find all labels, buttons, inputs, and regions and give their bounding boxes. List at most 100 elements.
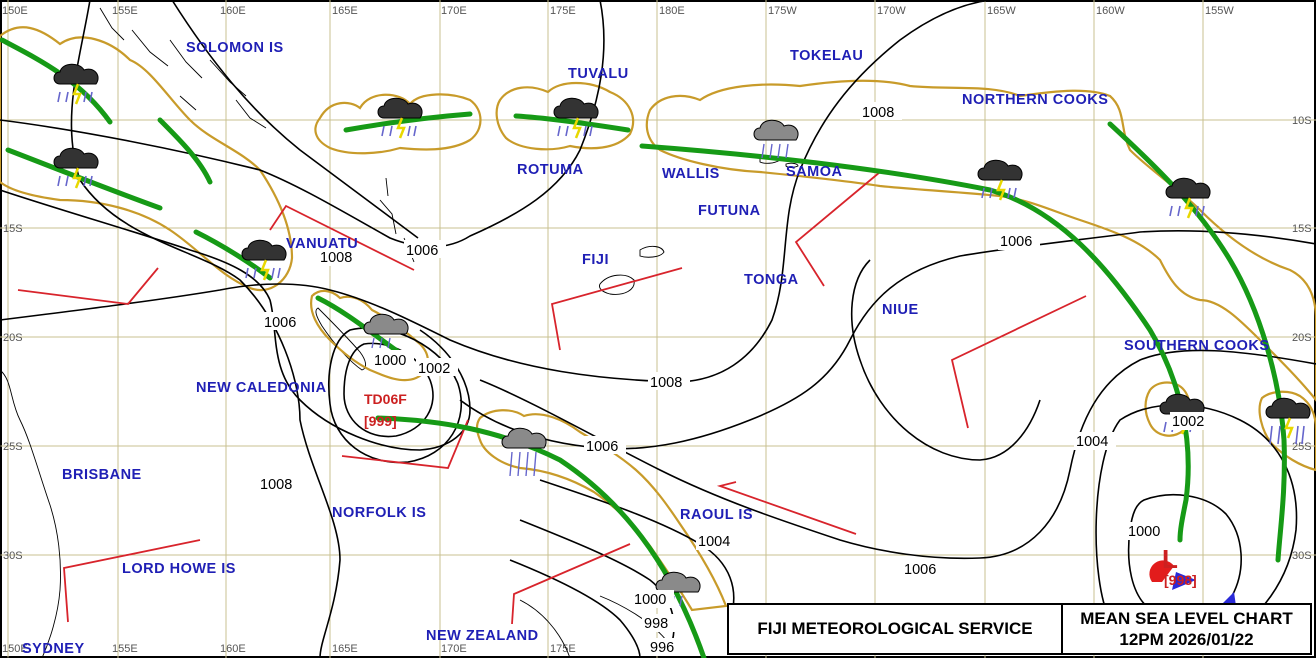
place-tuvalu: TUVALU <box>568 66 629 82</box>
isobar-label: 996 <box>650 640 674 656</box>
isobar-label: 1008 <box>320 250 352 266</box>
isobar-label: 1002 <box>418 361 450 377</box>
lon-tick: 170E <box>441 5 467 17</box>
thunderstorm-icon <box>241 239 287 281</box>
isobar <box>328 327 463 464</box>
isobar-label: 1000 <box>374 353 406 369</box>
rain-cloud-icon <box>501 427 547 477</box>
troughs <box>17 171 1087 625</box>
latitude-ticks-right: 10S 15S 20S 25S 30S <box>1292 115 1312 562</box>
convergence-line <box>157 117 213 185</box>
thunderstorm-icon <box>377 97 423 139</box>
lon-tick: 155W <box>1205 5 1234 17</box>
trough-line <box>341 419 469 469</box>
thunderstorm-icon <box>1165 177 1211 219</box>
place-rotuma: ROTUMA <box>517 162 584 178</box>
low-letter: L <box>1162 544 1178 574</box>
new-zealand-coast <box>519 595 667 658</box>
lon-tick: 175E <box>550 643 576 655</box>
chart-info: MEAN SEA LEVEL CHART 12PM 2026/01/22 <box>1063 605 1310 653</box>
lon-tick: 160W <box>1096 5 1125 17</box>
cloud-area <box>495 82 635 151</box>
valid-time: 12PM 2026/01/22 <box>1119 630 1254 649</box>
place-tokelau: TOKELAU <box>790 48 863 64</box>
isobar <box>479 349 1316 560</box>
place-new-zealand: NEW ZEALAND <box>426 628 539 644</box>
isobar-label: 1008 <box>650 375 682 391</box>
longitude-ticks-top: 150E 155E 160E 165E 170E 175E 180E 175W … <box>2 5 1234 17</box>
isobar-label: 1000 <box>1128 524 1160 540</box>
lon-tick: 155E <box>112 643 138 655</box>
lon-tick: 180E <box>659 5 685 17</box>
trough-line <box>950 295 1087 429</box>
isobar <box>171 0 419 239</box>
trough-line <box>63 539 201 623</box>
isobar-labels: 1008 1006 1008 1006 1000 1002 1008 1006 … <box>258 102 1214 656</box>
lat-tick: 15S <box>1292 223 1312 235</box>
trough-line <box>17 267 159 305</box>
place-solomon-is: SOLOMON IS <box>186 40 284 56</box>
isobar-label: 1008 <box>862 105 894 121</box>
place-tonga: TONGA <box>744 272 799 288</box>
place-fiji: FIJI <box>582 252 609 268</box>
place-norfolk-is: NORFOLK IS <box>332 505 426 521</box>
place-labels: SOLOMON IS TUVALU TOKELAU NORTHERN COOKS… <box>22 40 1269 657</box>
lon-tick: 165E <box>332 5 358 17</box>
lat-tick: 25S <box>3 441 23 453</box>
thunderstorm-icon <box>553 97 599 139</box>
longitude-ticks-bottom: 150E 155E 160E 165E 170E 175E <box>2 643 576 655</box>
cloud-area <box>314 93 482 155</box>
lon-tick: 160E <box>220 5 246 17</box>
lat-tick: 30S <box>3 550 23 562</box>
lat-tick: 20S <box>3 332 23 344</box>
lat-tick: 15S <box>3 223 23 235</box>
lat-tick: 30S <box>1292 550 1312 562</box>
cloud-area <box>475 409 728 612</box>
thunderstorm-icon <box>53 63 99 105</box>
thunderstorm-icon <box>53 147 99 189</box>
place-sydney: SYDNEY <box>22 641 85 657</box>
td-name: TD06F <box>364 391 407 407</box>
rain-cloud-icon <box>363 313 409 349</box>
cloud-area <box>0 26 294 292</box>
place-vanuatu: VANUATU <box>286 236 358 252</box>
cloud-area <box>1258 390 1316 472</box>
trough-line <box>511 543 631 625</box>
cloud-area <box>645 79 1316 402</box>
isobar <box>343 342 434 438</box>
isobar-label: 1006 <box>904 562 936 578</box>
storm-symbols <box>53 63 1311 607</box>
agency-name: FIJI METEOROLOGICAL SERVICE <box>729 605 1063 653</box>
place-northern-cooks: NORTHERN COOKS <box>962 92 1108 108</box>
isobar <box>0 0 605 248</box>
isobar-label: 1006 <box>586 439 618 455</box>
fiji-islands <box>599 245 665 295</box>
isobar-label: 1008 <box>260 477 292 493</box>
lon-tick: 160E <box>220 643 246 655</box>
lon-tick: 155E <box>112 5 138 17</box>
tropical-depression: TD06F [999] <box>364 391 407 429</box>
isobar-label: 998 <box>644 616 668 632</box>
isobar <box>539 479 735 621</box>
chart-title-block: FIJI METEOROLOGICAL SERVICE MEAN SEA LEV… <box>727 603 1312 655</box>
solomon-islands <box>99 7 267 129</box>
isobar-label: 1002 <box>1172 414 1204 430</box>
place-lord-howe-is: LORD HOWE IS <box>122 561 236 577</box>
rain-cloud-icon <box>753 119 799 159</box>
low-pressure-value: [998] <box>1164 572 1197 588</box>
low-pressure-symbol: L [998] <box>1149 544 1236 606</box>
place-brisbane: BRISBANE <box>62 467 142 483</box>
td-pressure: [999] <box>364 413 397 429</box>
lon-tick: 150E <box>2 5 28 17</box>
lon-tick: 175W <box>768 5 797 17</box>
lat-tick: 25S <box>1292 441 1312 453</box>
place-raoul-is: RAOUL IS <box>680 507 753 523</box>
trough-line <box>550 267 683 351</box>
convergence-line <box>513 113 631 133</box>
latitude-ticks-left: 15S 20S 25S 30S <box>3 223 23 562</box>
place-niue: NIUE <box>882 302 919 318</box>
isobar-label: 1006 <box>406 243 438 259</box>
thunderstorm-icon <box>977 159 1023 201</box>
